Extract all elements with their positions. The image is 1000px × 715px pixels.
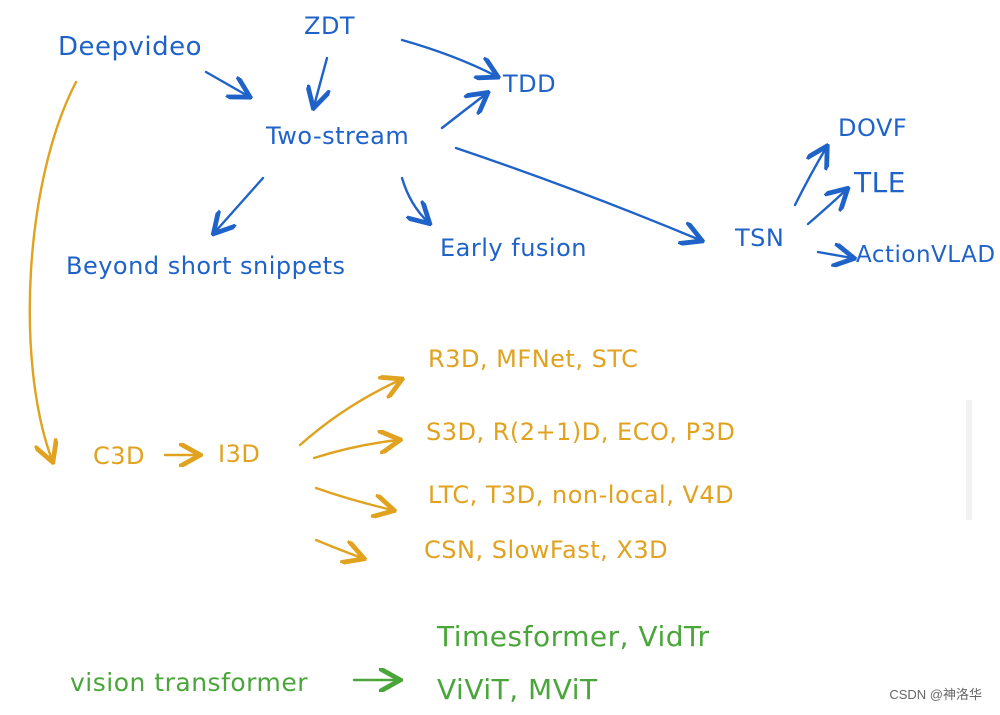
arrow-i3d-row4 bbox=[314, 538, 362, 558]
node-vt-row-1: Timesformer, VidTr bbox=[437, 620, 710, 653]
arrow-two-stream-early-fusion bbox=[400, 176, 428, 222]
arrow-two-stream-tsn bbox=[454, 146, 700, 240]
node-tle: TLE bbox=[854, 166, 906, 199]
node-actionvlad: ActionVLAD bbox=[856, 242, 996, 268]
node-early-fusion: Early fusion bbox=[440, 234, 587, 262]
arrow-two-stream-tdd bbox=[440, 94, 486, 130]
arrow-i3d-row1 bbox=[298, 380, 400, 447]
node-models-row-3: LTC, T3D, non-local, V4D bbox=[428, 481, 735, 509]
arrow-tsn-actionvlad bbox=[816, 252, 852, 258]
node-tdd: TDD bbox=[503, 70, 557, 98]
arrow-deepvideo-c3d bbox=[28, 80, 78, 460]
node-beyond-short-snippets: Beyond short snippets bbox=[66, 252, 346, 280]
node-dovf: DOVF bbox=[838, 114, 908, 142]
arrow-zdt-tdd bbox=[400, 38, 496, 76]
arrow-i3d-row3 bbox=[314, 486, 392, 510]
node-deepvideo: Deepvideo bbox=[58, 32, 203, 62]
arrow-two-stream-beyond bbox=[215, 176, 265, 232]
node-vt-row-2: ViViT, MViT bbox=[437, 673, 598, 706]
arrow-deepvideo-two-stream bbox=[204, 70, 248, 96]
watermark: CSDN @神洛华 bbox=[889, 687, 982, 702]
arrow-i3d-row2 bbox=[312, 440, 398, 460]
arrow-tsn-dovf bbox=[793, 148, 826, 207]
arrow-tsn-tle bbox=[806, 190, 846, 226]
node-models-row-2: S3D, R(2+1)D, ECO, P3D bbox=[426, 418, 736, 446]
node-i3d: I3D bbox=[218, 440, 261, 468]
node-zdt: ZDT bbox=[304, 12, 356, 40]
node-tsn: TSN bbox=[735, 224, 785, 252]
scrollbar-hint bbox=[966, 400, 972, 520]
node-vision-transformer: vision transformer bbox=[70, 668, 309, 697]
arrow-zdt-two-stream bbox=[314, 56, 327, 106]
node-models-row-1: R3D, MFNet, STC bbox=[428, 345, 639, 373]
node-models-row-4: CSN, SlowFast, X3D bbox=[424, 536, 669, 564]
node-two-stream: Two-stream bbox=[266, 122, 410, 150]
node-c3d: C3D bbox=[93, 442, 146, 470]
